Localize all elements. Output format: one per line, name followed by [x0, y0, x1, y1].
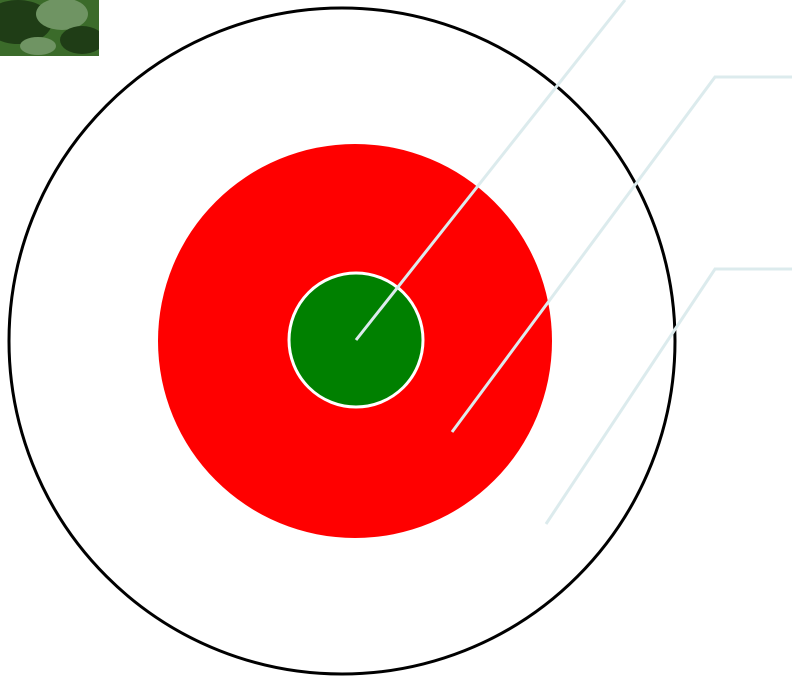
photo-thumbnail	[0, 0, 104, 56]
photo-foliage-light-2	[20, 37, 56, 55]
photo-foliage-dark-2	[60, 26, 104, 54]
